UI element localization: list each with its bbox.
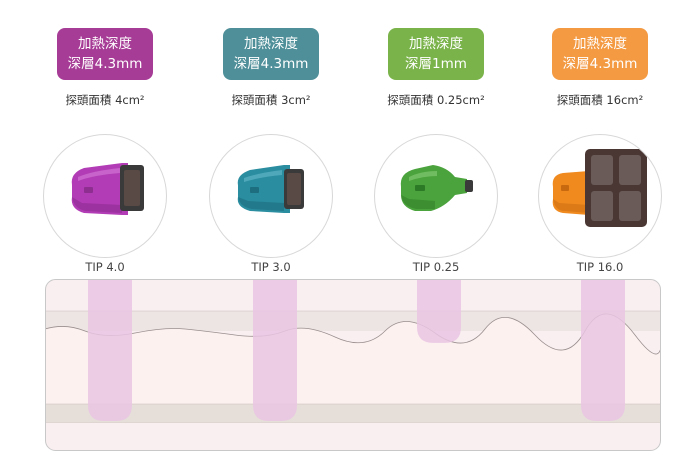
probe-area-label: 探頭面積 3cm² xyxy=(231,93,311,107)
badge-line-2: 深層4.3mm xyxy=(67,56,143,72)
probe-area-label: 探頭面積 0.25cm² xyxy=(387,93,485,107)
heating-beam-2 xyxy=(253,279,297,421)
diagram-border xyxy=(45,279,661,451)
tip-16-device-icon xyxy=(552,149,647,227)
tip-column-4: 加熱深度 深層4.3mm 探頭面積 16cm² TIP 16.0 xyxy=(515,0,685,274)
tip-column-2: 加熱深度 深層4.3mm 探頭面積 3cm² TIP 3.0 xyxy=(186,0,356,274)
badge-line-1: 加熱深度 xyxy=(78,36,132,52)
heating-beam-4 xyxy=(581,279,625,421)
tip-label: TIP 16.0 xyxy=(576,260,624,274)
tip-label: TIP 3.0 xyxy=(251,260,291,274)
badge-line-2: 深層4.3mm xyxy=(233,56,309,72)
tip-4-device-icon xyxy=(71,163,144,215)
dermis-layer xyxy=(45,314,661,404)
tip-image-circle xyxy=(538,134,662,258)
tip-image-circle xyxy=(209,134,333,258)
tip-image-circle xyxy=(374,134,498,258)
fat-layer xyxy=(45,404,661,423)
badge-line-1: 加熱深度 xyxy=(409,36,463,52)
tip-label: TIP 4.0 xyxy=(85,260,125,274)
skin-depth-diagram xyxy=(45,279,661,451)
heating-beam-3 xyxy=(417,279,461,343)
tip-image-circle xyxy=(43,134,167,258)
tip-025-device-icon xyxy=(400,165,473,211)
heating-depth-badge: 加熱深度 深層1mm xyxy=(388,28,484,80)
heating-beam-1 xyxy=(88,279,132,421)
epidermis-layer xyxy=(45,311,661,331)
heating-depth-badge: 加熱深度 深層4.3mm xyxy=(552,28,648,80)
heating-depth-badge: 加熱深度 深層4.3mm xyxy=(223,28,319,80)
tip-column-3: 加熱深度 深層1mm 探頭面積 0.25cm² TIP 0.25 xyxy=(351,0,521,274)
badge-line-1: 加熱深度 xyxy=(573,36,627,52)
deep-layer xyxy=(45,423,661,451)
badge-line-2: 深層4.3mm xyxy=(562,56,638,72)
probe-area-label: 探頭面積 4cm² xyxy=(65,93,145,107)
tip-3-device-icon xyxy=(237,165,304,213)
tip-label: TIP 0.25 xyxy=(412,260,460,274)
tip-column-1: 加熱深度 深層4.3mm 探頭面積 4cm² TIP 4.0 xyxy=(20,0,190,274)
heating-depth-badge: 加熱深度 深層4.3mm xyxy=(57,28,153,80)
badge-line-2: 深層1mm xyxy=(405,56,467,72)
probe-area-label: 探頭面積 16cm² xyxy=(556,93,644,107)
badge-line-1: 加熱深度 xyxy=(244,36,298,52)
